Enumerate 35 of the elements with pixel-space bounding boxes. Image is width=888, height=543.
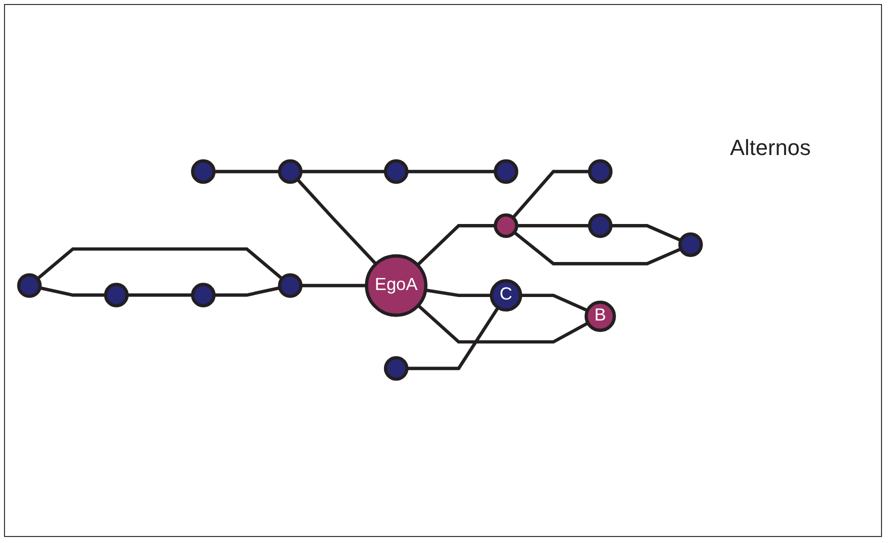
node-circle (17, 273, 42, 298)
node-circle (494, 213, 518, 238)
node-circle (384, 356, 408, 381)
connector (512, 170, 590, 219)
connector (516, 224, 590, 228)
connector (300, 284, 367, 288)
node-circle (588, 213, 613, 238)
connector (296, 178, 378, 266)
connector (214, 286, 280, 297)
connector (416, 224, 496, 266)
node-circle (678, 232, 703, 257)
node-circle (278, 273, 303, 298)
connector (214, 170, 280, 174)
connector (417, 304, 589, 344)
node-circle (191, 159, 216, 184)
node-circle (384, 159, 408, 184)
node-circle (104, 282, 129, 308)
connector (425, 288, 492, 297)
connector (610, 224, 682, 242)
connector (406, 170, 496, 174)
node-circle (278, 159, 303, 184)
connector (300, 170, 386, 174)
connector (39, 286, 106, 297)
node-circle (494, 159, 518, 184)
node-circle (191, 282, 216, 308)
node-circle: B (584, 300, 616, 332)
connector (406, 306, 500, 370)
connector (36, 247, 284, 280)
group-label: Alternos (730, 135, 811, 161)
connector (513, 231, 682, 266)
connector (127, 293, 193, 297)
node-circle (588, 159, 613, 184)
connector (520, 294, 588, 312)
node-circle: C (490, 279, 522, 312)
node-circle: EgoA (364, 254, 428, 317)
